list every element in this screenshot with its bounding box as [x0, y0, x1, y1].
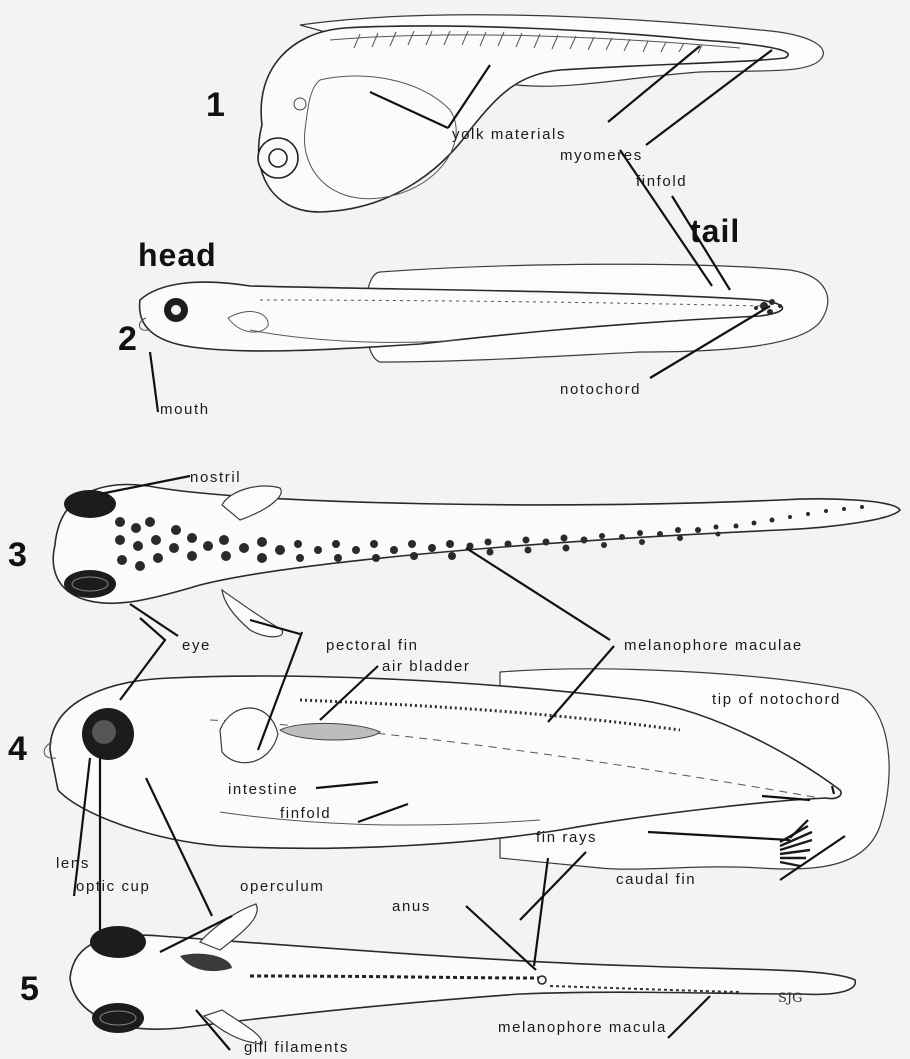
label-air-bladder: air bladder: [382, 658, 470, 675]
label-tip-of-notochord: tip of notochord: [712, 691, 841, 708]
label-mouth: mouth: [160, 401, 210, 418]
stage-5-larva-ventral: [70, 904, 855, 1044]
heading-head: head: [138, 237, 217, 273]
heading-tail: tail: [690, 213, 740, 249]
dorsal-body-3: [53, 485, 900, 604]
stage-1-embryo: [258, 15, 823, 212]
label-eye: eye: [182, 637, 211, 654]
eye-upper-5: [90, 926, 146, 958]
stage-2-larva: [139, 264, 827, 362]
ventral-anus: [538, 976, 546, 984]
stage-number-4: 4: [8, 730, 27, 768]
label-intestine: intestine: [228, 781, 298, 798]
label-fin-rays: fin rays: [536, 829, 597, 846]
stage-number-2: 2: [118, 320, 137, 358]
label-yolk-materials: yolk materials: [452, 126, 566, 143]
larva-eye-highlight: [171, 305, 181, 315]
artist-signature: SJG: [778, 991, 803, 1006]
label-myomeres: myomeres: [560, 147, 643, 164]
stage-3-larva-dorsal: [53, 485, 900, 637]
label-melanophore-macula: melanophore macula: [498, 1019, 667, 1036]
label-pectoral-fin: pectoral fin: [326, 637, 419, 654]
label-caudal-fin: caudal fin: [616, 871, 696, 888]
label-optic-cup: optic cup: [76, 878, 150, 895]
late-larva-lens: [92, 720, 116, 744]
label-anus: anus: [392, 898, 431, 915]
label-melanophore-maculae: melanophore maculae: [624, 637, 803, 654]
embryo-eye: [258, 138, 298, 178]
stage-number-1: 1: [206, 86, 225, 124]
label-nostril: nostril: [190, 469, 241, 486]
stage-number-5: 5: [20, 970, 39, 1008]
label-operculum: operculum: [240, 878, 324, 895]
ventral-body-5: [70, 935, 855, 1029]
stage-number-3: 3: [8, 536, 27, 574]
pectoral-fin-lower-3: [222, 590, 283, 637]
label-gill-filaments: gill filaments: [244, 1039, 349, 1056]
eye-upper-3: [64, 490, 116, 518]
label-notochord: notochord: [560, 381, 641, 398]
label-finfold-1: finfold: [636, 173, 687, 190]
label-finfold-2: finfold: [280, 805, 331, 822]
embryo-body: [259, 26, 789, 212]
label-lens: lens: [56, 855, 90, 872]
